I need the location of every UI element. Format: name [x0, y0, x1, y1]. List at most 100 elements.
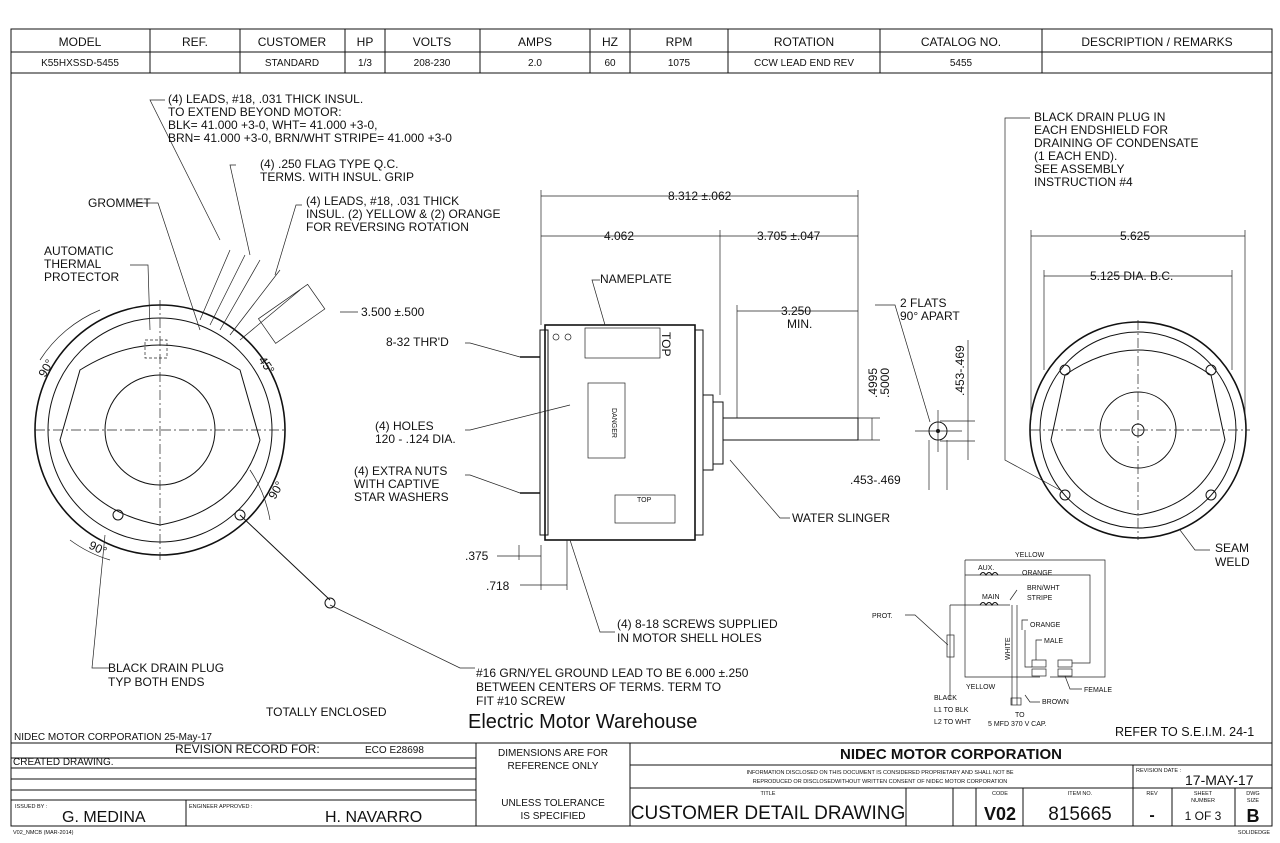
protector-label: AUTOMATIC — [44, 244, 114, 258]
leads-note: TO EXTEND BEYOND MOTOR: — [168, 105, 342, 119]
dim-5125: 5.125 DIA. B.C. — [1090, 269, 1173, 283]
mounting-hole-icon — [234, 509, 246, 521]
form-code: V02_NMCB (MAR-2014) — [13, 830, 74, 836]
sheet-label: SHEET — [1194, 791, 1213, 797]
enclosure-label: TOTALLY ENCLOSED — [266, 705, 387, 719]
ground-lead-note: #16 GRN/YEL GROUND LEAD TO BE 6.000 ±.25… — [476, 666, 749, 680]
right-end-view — [1004, 117, 1250, 551]
top-label: TOP — [637, 497, 652, 504]
value-rotation: CCW LEAD END REV — [754, 58, 854, 69]
dim-overall-length: 8.312 ±.062 — [668, 189, 732, 203]
engineer-approved: H. NAVARRO — [325, 809, 422, 826]
dim-375: .375 — [465, 549, 489, 563]
size-label: SIZE — [1247, 798, 1260, 804]
header-catalog: CATALOG NO. — [921, 35, 1001, 49]
tolerance-note: IS SPECIFIED — [520, 811, 585, 822]
right-view-notes: BLACK DRAIN PLUG IN EACH ENDSHIELD FOR D… — [1034, 110, 1250, 569]
wire-black: BLACK — [934, 695, 957, 702]
drawing-border — [10, 28, 1273, 827]
header-amps: AMPS — [518, 35, 552, 49]
screws-note: (4) 8-18 SCREWS SUPPLIED — [617, 617, 778, 631]
shaft — [722, 417, 859, 441]
value-volts: 208-230 — [414, 58, 451, 69]
flag-note: (4) .250 FLAG TYPE Q.C. — [260, 157, 399, 171]
corp-date: NIDEC MOTOR CORPORATION 25-May-17 — [14, 732, 212, 743]
value-hz: 60 — [604, 58, 616, 69]
holes-label: (4) HOLES — [375, 419, 434, 433]
header-hz: HZ — [602, 35, 618, 49]
nameplate-label: NAMEPLATE — [600, 272, 672, 286]
nameplate — [584, 327, 661, 359]
flats-label: 90° APART — [900, 309, 960, 323]
disclaimer: INFORMATION DISCLOSED ON THIS DOCUMENT I… — [746, 770, 1013, 776]
header-volts: VOLTS — [413, 35, 451, 49]
revision-record-label: REVISION RECORD FOR: — [175, 742, 320, 756]
header-model: MODEL — [59, 35, 102, 49]
left-end-view — [34, 99, 475, 669]
header-hp: HP — [357, 35, 374, 49]
eco-number: ECO E28698 — [365, 745, 424, 756]
line-note: L1 TO BLK — [934, 707, 969, 714]
ground-lead-note: BETWEEN CENTERS OF TERMS. TERM TO — [476, 680, 721, 694]
size-label: DWG — [1246, 791, 1259, 797]
disclaimer: REPRODUCED OR DISCLOSEDWITHOUT WRITTEN C… — [753, 779, 1007, 785]
refer-note: REFER TO S.E.I.M. 24-1 — [1115, 725, 1254, 739]
item-label: ITEM NO. — [1068, 791, 1093, 797]
aux-winding-label: AUX. — [978, 565, 994, 572]
code-label: CODE — [992, 791, 1008, 797]
danger-label: DANGER — [610, 408, 617, 438]
wire-orange: ORANGE — [1022, 570, 1053, 577]
header-customer: CUSTOMER — [258, 35, 327, 49]
leads-note: BLK= 41.000 +3-0, WHT= 41.000 +3-0, — [168, 118, 377, 132]
sheet-label: NUMBER — [1191, 798, 1215, 804]
wiring-diagram: YELLOW AUX. ORANGE MAIN BRN/WHT STRIPE P… — [872, 552, 1254, 739]
nuts-label: STAR WASHERS — [354, 490, 449, 504]
wire-orange: ORANGE — [1030, 622, 1061, 629]
item-number: 815665 — [1048, 804, 1111, 825]
leads-note: BRN= 41.000 +3-0, BRN/WHT STRIPE= 41.000… — [168, 131, 452, 145]
line-note: L2 TO WHT — [934, 719, 972, 726]
nuts-label: (4) EXTRA NUTS — [354, 464, 447, 478]
grommet-label: GROMMET — [88, 196, 151, 210]
wire-brown: BROWN — [1042, 699, 1069, 706]
flat-dim-vertical: .453-.469 — [953, 345, 967, 396]
left-view-notes: (4) LEADS, #18, .031 THICK INSUL. TO EXT… — [35, 92, 748, 719]
engineer-label: ENGINEER APPROVED : — [189, 804, 253, 810]
ground-lead-note: FIT #10 SCREW — [476, 694, 566, 708]
female-terminal-label: FEMALE — [1084, 687, 1112, 694]
drain-note: BLACK DRAIN PLUG IN — [1034, 110, 1165, 124]
water-slinger-label: WATER SLINGER — [792, 511, 890, 525]
flats-label: 2 FLATS — [900, 296, 946, 310]
rev-value: - — [1149, 807, 1154, 824]
angle-90: 90° — [87, 538, 110, 558]
spec-table: MODEL REF. CUSTOMER HP VOLTS AMPS HZ RPM… — [11, 29, 1272, 74]
shaft-diameter: .5000 — [878, 368, 892, 398]
company-name: NIDEC MOTOR CORPORATION — [840, 746, 1062, 763]
dim-shaft-length: 3.705 ±.047 — [757, 229, 821, 243]
drain-note: SEE ASSEMBLY — [1034, 162, 1125, 176]
tolerance-note: UNLESS TOLERANCE — [501, 798, 605, 809]
dims-reference-note: REFERENCE ONLY — [508, 761, 599, 772]
drain-plug-label: TYP BOTH ENDS — [108, 675, 204, 689]
header-description: DESCRIPTION / REMARKS — [1081, 35, 1232, 49]
title-block: NIDEC MOTOR CORPORATION 25-May-17 Electr… — [11, 711, 1272, 836]
software-label: SOLIDEDGE — [1238, 830, 1270, 836]
code-value: V02 — [984, 804, 1016, 824]
issued-by-label: ISSUED BY : — [15, 804, 48, 810]
mounting-hole-icon — [112, 509, 124, 521]
top-label: TOP — [659, 332, 673, 356]
rev-label: REV — [1146, 791, 1158, 797]
side-view-notes: 8.312 ±.062 4.062 3.705 ±.047 3.250 MIN.… — [354, 189, 967, 645]
dim-body-length: 4.062 — [604, 229, 634, 243]
capacitor-note: 5 MFD 370 V CAP. — [988, 721, 1047, 728]
value-hp: 1/3 — [358, 58, 372, 69]
flag-note: TERMS. WITH INSUL. GRIP — [260, 170, 414, 184]
leads-note: (4) LEADS, #18, .031 THICK INSUL. — [168, 92, 363, 106]
value-rpm: 1075 — [668, 58, 691, 69]
revision-date: 17-MAY-17 — [1185, 772, 1254, 788]
male-terminal-label: MALE — [1044, 638, 1063, 645]
nuts-label: WITH CAPTIVE — [354, 477, 439, 491]
screws-note: IN MOTOR SHELL HOLES — [617, 631, 762, 645]
seam-weld-label: SEAM — [1215, 541, 1249, 555]
